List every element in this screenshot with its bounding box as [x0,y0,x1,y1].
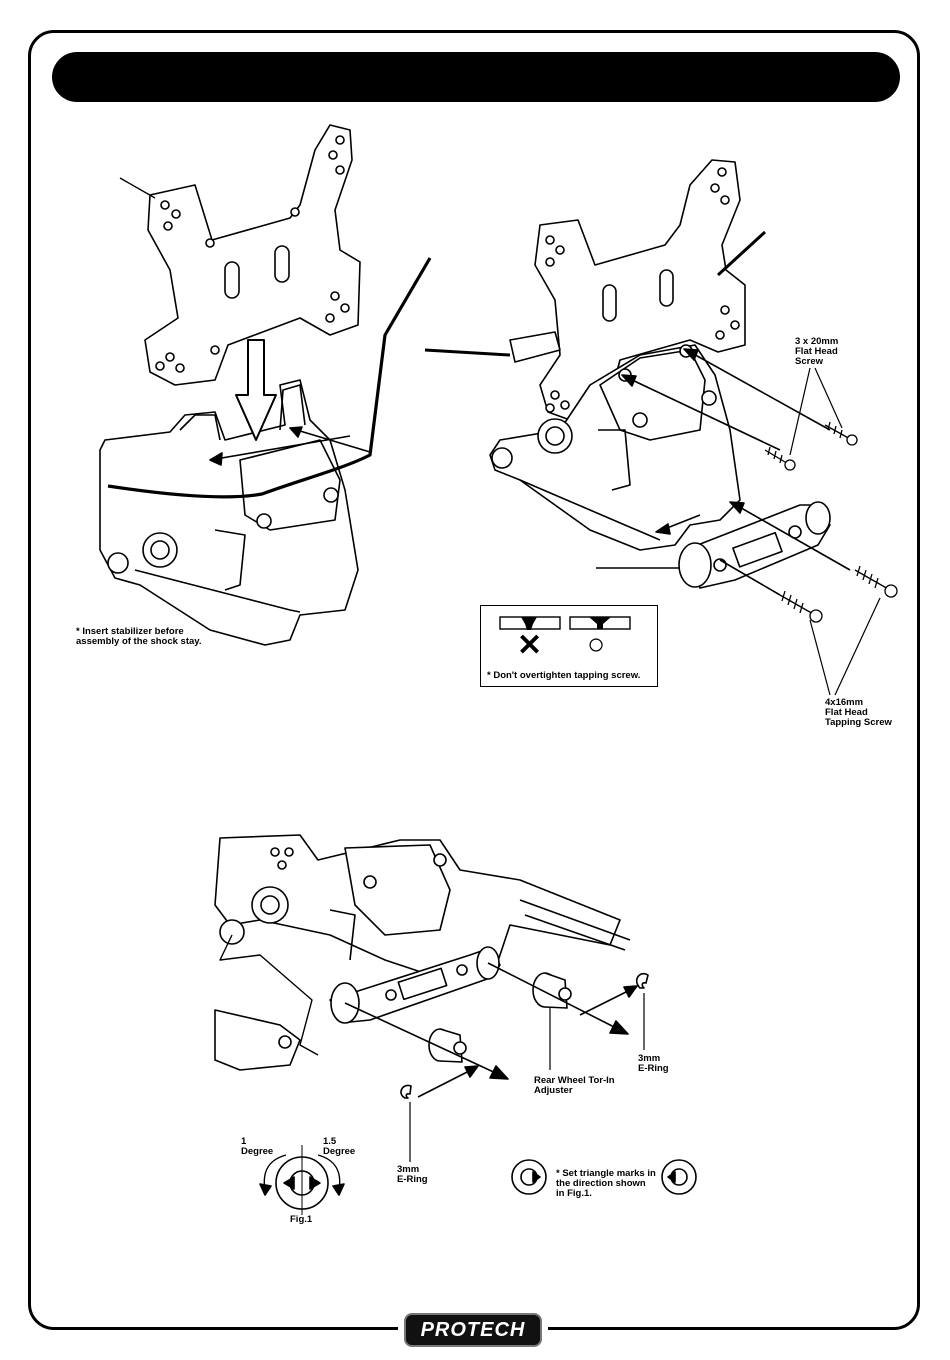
adjuster-label: Rear Wheel Tor-In Adjuster [534,1076,615,1096]
ering-left-label: 3mm E-Ring [397,1165,428,1185]
degree-left-label: 1 Degree [241,1137,273,1157]
fig1-label: Fig.1 [290,1215,312,1225]
warning-note: * Don't overtighten tapping screw. [487,670,640,681]
degree-right-label: 1.5 Degree [323,1137,355,1157]
step3-rear-assembly [215,835,630,1070]
step1-gearbox [100,380,358,645]
right-mark-icon: ○ [587,630,605,660]
screw-label: 3 x 20mm Flat Head Screw [795,337,838,367]
countersink-diagrams [481,606,656,656]
tapping-warning-box: ✕ ○ * Don't overtighten tapping screw. [480,605,658,687]
triangle-note: * Set triangle marks in the direction sh… [556,1169,656,1199]
step1-note: * Insert stabilizer before assembly of t… [76,627,202,647]
ering-right-label: 3mm E-Ring [638,1054,669,1074]
protech-logo: PROTECH [404,1313,542,1347]
step1-down-arrow [236,340,276,440]
step2-gearbox [490,345,740,550]
footer-logo-area: PROTECH [398,1310,548,1350]
wrong-mark-icon: ✕ [517,631,542,661]
tapping-screw-label: 4x16mm Flat Head Tapping Screw [825,698,892,728]
